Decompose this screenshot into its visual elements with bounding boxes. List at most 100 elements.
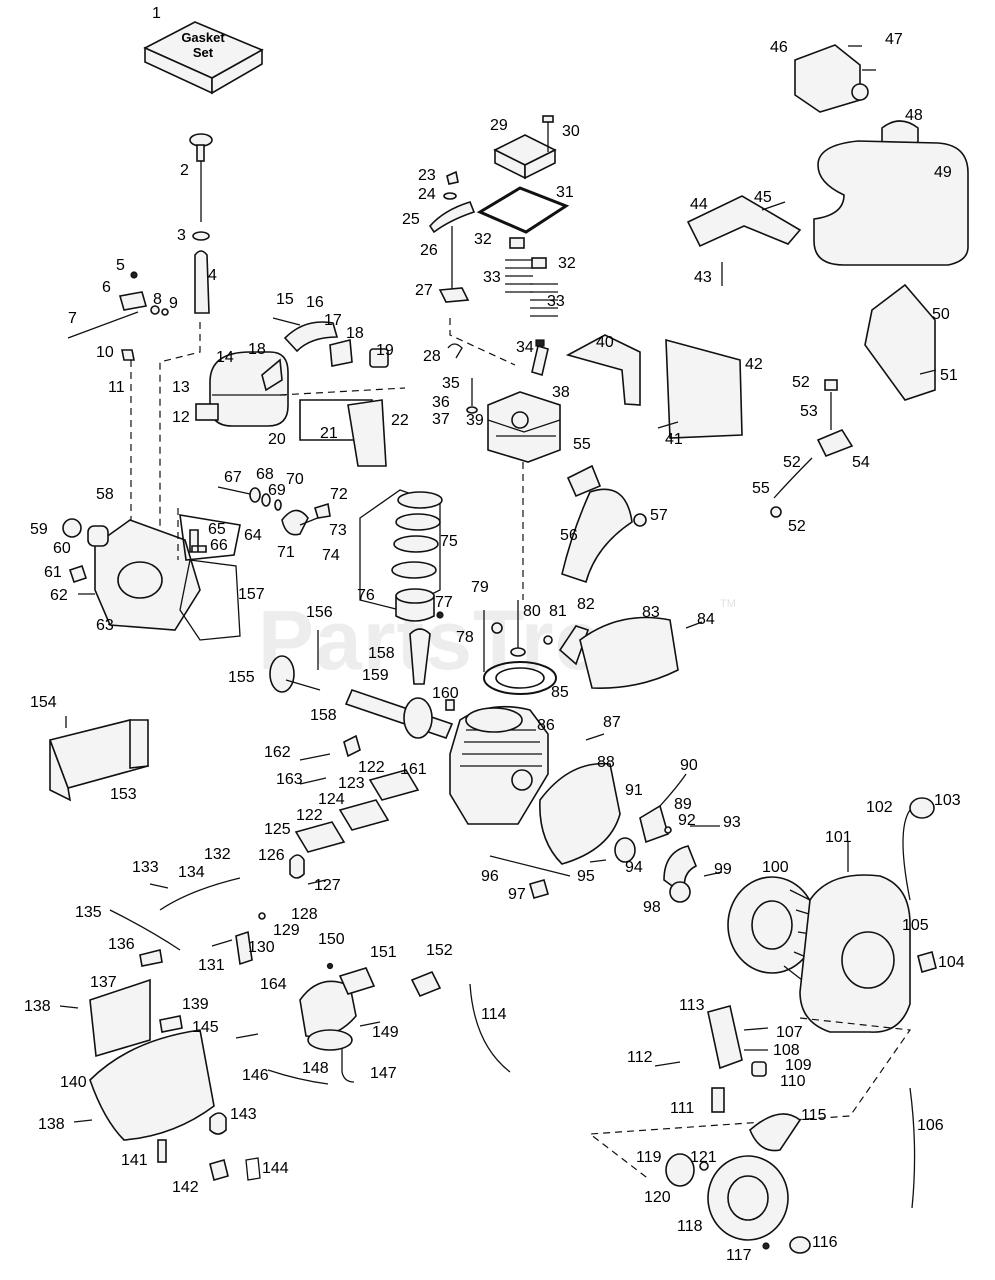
callout-164: 164: [260, 976, 287, 993]
head-gasket-bore: [495, 667, 545, 689]
callout-105: 105: [902, 917, 929, 934]
callout-139: 139: [182, 996, 209, 1013]
callout-52b: 52: [783, 454, 801, 471]
callout-102: 102: [866, 799, 893, 816]
callout-20: 20: [268, 431, 286, 448]
callout-25: 25: [402, 211, 420, 228]
callout-48: 48: [905, 107, 923, 124]
callout-93: 93: [723, 814, 741, 831]
callout-24: 24: [418, 186, 436, 203]
piston-rings: [359, 489, 443, 622]
callout-63: 63: [96, 617, 114, 634]
callout-7: 7: [68, 310, 77, 327]
governor-shaft-parts: [217, 486, 331, 536]
cam-gear: [179, 559, 321, 693]
callout-143: 143: [230, 1106, 257, 1123]
callout-31: 31: [556, 184, 574, 201]
callout-52: 52: [792, 374, 810, 391]
dipstick: [189, 133, 213, 222]
cylinder-shroud: [543, 616, 703, 689]
governor-linkage: [67, 271, 169, 361]
callout-125: 125: [264, 821, 291, 838]
callout-94: 94: [625, 859, 643, 876]
callout-55b: 55: [752, 480, 770, 497]
callout-145: 145: [192, 1019, 219, 1036]
callout-34: 34: [516, 339, 534, 356]
gasket-set-box: [143, 21, 264, 95]
callout-112: 112: [627, 1049, 653, 1066]
callout-73: 73: [329, 522, 347, 539]
callout-150: 150: [318, 931, 345, 948]
callout-74: 74: [322, 547, 340, 564]
callout-39: 39: [466, 412, 484, 429]
callout-106: 106: [917, 1117, 944, 1134]
valve-springs: [505, 237, 558, 317]
callout-68: 68: [256, 466, 274, 483]
callout-146: 146: [242, 1067, 269, 1084]
block-bolt: [585, 733, 605, 741]
callout-122b: 122: [296, 807, 323, 824]
callout-9: 9: [169, 295, 178, 312]
ground-wire: [909, 1087, 916, 1209]
callout-155: 155: [228, 669, 255, 686]
callout-80: 80: [523, 603, 541, 620]
callout-84: 84: [697, 611, 715, 628]
callout-83: 83: [642, 604, 660, 621]
callout-58: 58: [96, 486, 114, 503]
callout-138b: 138: [38, 1116, 65, 1133]
callout-154: 154: [30, 694, 57, 711]
callout-151: 151: [370, 944, 397, 961]
callout-52c: 52: [788, 518, 806, 535]
callout-148: 148: [302, 1060, 329, 1077]
callout-10: 10: [96, 344, 114, 361]
callout-123: 123: [338, 775, 365, 792]
callout-163: 163: [276, 771, 303, 788]
recoil-starter: [665, 1113, 811, 1254]
tank-bracket: [686, 195, 802, 286]
callout-138: 138: [24, 998, 51, 1015]
governor-arm: [189, 529, 207, 553]
callout-8: 8: [153, 291, 162, 308]
callout-130: 130: [248, 939, 275, 956]
callout-113: 113: [679, 997, 705, 1014]
callout-119: 119: [636, 1149, 662, 1166]
callout-62: 62: [50, 587, 68, 604]
callout-55: 55: [573, 436, 591, 453]
spark-plug: [531, 339, 549, 377]
valve-cover: [476, 115, 570, 234]
cylinder-block: [449, 705, 549, 825]
callout-115: 115: [801, 1107, 827, 1124]
callout-26: 26: [420, 242, 438, 259]
callout-134: 134: [178, 864, 205, 881]
callout-152: 152: [426, 942, 453, 959]
callout-64: 64: [244, 527, 262, 544]
watermark-trademark: TM: [720, 598, 736, 610]
short-block: [48, 716, 150, 802]
crankcase-cover: [62, 518, 201, 631]
blower-housing: [799, 797, 937, 1033]
brake-assembly: [663, 845, 723, 903]
callout-144: 144: [262, 1160, 289, 1177]
breather-assembly: [289, 769, 420, 885]
callout-67: 67: [224, 469, 242, 486]
callout-37: 37: [432, 411, 450, 428]
valves: [483, 600, 526, 672]
nut: [529, 879, 549, 899]
callout-108: 108: [773, 1042, 800, 1059]
callout-70: 70: [286, 471, 304, 488]
callout-6: 6: [102, 279, 111, 296]
screw: [589, 859, 607, 863]
callout-33b: 33: [547, 293, 565, 310]
callout-100: 100: [762, 859, 789, 876]
callout-122: 122: [358, 759, 385, 776]
callout-81: 81: [549, 603, 567, 620]
callout-135: 135: [75, 904, 102, 921]
gasket-set-label: Gasket Set: [181, 30, 225, 60]
callout-116: 116: [812, 1234, 838, 1251]
callout-18: 18: [248, 341, 266, 358]
fuel-tank: [813, 120, 969, 266]
callout-54: 54: [852, 454, 870, 471]
callout-95: 95: [577, 868, 595, 885]
